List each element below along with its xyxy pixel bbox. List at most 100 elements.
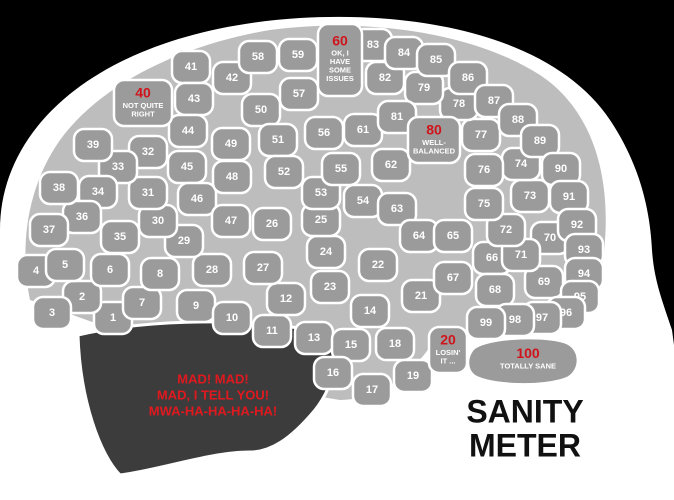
cell-number-14: 14 xyxy=(364,305,377,317)
cell-number-91: 91 xyxy=(563,191,575,203)
cell-number-1: 1 xyxy=(110,312,116,324)
lobe-100 xyxy=(466,336,580,386)
cell-number-8: 8 xyxy=(157,268,163,280)
mad-line-0: MAD! MAD! xyxy=(177,371,248,386)
brain-cell-67: 67 xyxy=(432,260,474,296)
brain-cell-69: 69 xyxy=(523,264,565,300)
brain-cell-21: 21 xyxy=(400,278,442,314)
cell-number-15: 15 xyxy=(345,339,357,351)
cell-number-76: 76 xyxy=(478,164,490,176)
cell-number-51: 51 xyxy=(272,134,284,146)
cell-number-50: 50 xyxy=(255,104,267,116)
brain-cell-51: 51 xyxy=(257,122,299,158)
cell-number-54: 54 xyxy=(357,195,370,207)
label-number-20: 20 xyxy=(440,332,456,348)
cell-number-47: 47 xyxy=(225,215,237,227)
brain-cell-16: 16 xyxy=(312,355,354,391)
cell-number-34: 34 xyxy=(92,186,105,198)
brain-cell-19: 19 xyxy=(392,358,434,394)
brain-cell-14: 14 xyxy=(349,293,391,329)
cell-number-93: 93 xyxy=(578,244,590,256)
cell-number-99: 99 xyxy=(480,317,492,329)
mad-line-2: MWA-HA-HA-HA-HA! xyxy=(149,403,278,418)
brain-cell-99: 99 xyxy=(465,305,507,341)
brain-cell-89: 89 xyxy=(519,123,561,159)
brain-cell-76: 76 xyxy=(463,152,505,188)
brain-cell-26: 26 xyxy=(251,206,293,242)
brain-cell-37: 37 xyxy=(28,212,70,248)
cell-number-61: 61 xyxy=(357,124,369,136)
cell-number-73: 73 xyxy=(524,190,536,202)
cell-number-69: 69 xyxy=(538,276,550,288)
label-caption-20-1: IT ... xyxy=(441,356,456,365)
brain-cell-49: 49 xyxy=(210,126,252,162)
cell-number-81: 81 xyxy=(391,111,403,123)
cell-number-67: 67 xyxy=(447,272,459,284)
brain-cell-5: 5 xyxy=(44,247,86,283)
cell-number-10: 10 xyxy=(226,312,238,324)
brain-cell-54: 54 xyxy=(342,183,384,219)
label-number-80: 80 xyxy=(426,122,442,138)
brain-cell-73: 73 xyxy=(509,178,551,214)
cell-number-52: 52 xyxy=(278,166,290,178)
cell-number-85: 85 xyxy=(430,54,442,66)
brain-cell-6: 6 xyxy=(89,252,131,288)
brain-cell-58: 58 xyxy=(237,39,279,75)
label-caption-60-1: HAVE xyxy=(330,57,350,66)
cell-number-41: 41 xyxy=(185,61,197,73)
cell-number-46: 46 xyxy=(191,193,203,205)
brain-cell-12: 12 xyxy=(265,281,307,317)
cell-number-53: 53 xyxy=(315,187,327,199)
cell-number-63: 63 xyxy=(391,203,403,215)
cell-number-28: 28 xyxy=(206,264,218,276)
cell-number-45: 45 xyxy=(181,161,193,173)
cell-number-39: 39 xyxy=(87,139,99,151)
label-caption-20-0: LOSIN' xyxy=(436,348,461,357)
brain-cell-17: 17 xyxy=(351,372,393,408)
brain-cell-41: 41 xyxy=(170,49,212,85)
cell-number-65: 65 xyxy=(447,230,459,242)
cell-number-18: 18 xyxy=(389,338,401,350)
cell-number-25: 25 xyxy=(315,214,327,226)
cell-number-29: 29 xyxy=(178,235,190,247)
cell-number-96: 96 xyxy=(560,307,572,319)
brain-cell-15: 15 xyxy=(330,327,372,363)
cell-number-4: 4 xyxy=(33,265,40,277)
cell-number-75: 75 xyxy=(478,198,490,210)
brain-cell-85: 85 xyxy=(415,42,457,78)
brain-cell-62: 62 xyxy=(370,147,412,183)
cell-number-77: 77 xyxy=(475,129,487,141)
brain-cell-64: 64 xyxy=(398,218,440,254)
mad-line-1: MAD, I TELL YOU! xyxy=(157,387,269,402)
cell-number-97: 97 xyxy=(536,312,548,324)
brain-cell-35: 35 xyxy=(99,219,141,255)
brain-cell-46: 46 xyxy=(176,181,218,217)
cell-number-23: 23 xyxy=(324,281,336,293)
cell-number-57: 57 xyxy=(293,88,305,100)
brain-cell-68: 68 xyxy=(474,272,516,308)
label-caption-80-1: BALANCED xyxy=(413,146,456,155)
brain-cell-48: 48 xyxy=(211,159,253,195)
cell-number-21: 21 xyxy=(415,290,427,302)
cell-number-30: 30 xyxy=(152,215,164,227)
cell-number-16: 16 xyxy=(327,367,339,379)
label-number-40: 40 xyxy=(135,85,151,101)
brain-cell-61: 61 xyxy=(342,112,384,148)
brain-cell-86: 86 xyxy=(447,60,489,96)
cell-number-19: 19 xyxy=(407,370,419,382)
cell-number-17: 17 xyxy=(366,384,378,396)
cell-number-58: 58 xyxy=(252,51,264,63)
cell-number-70: 70 xyxy=(544,232,556,244)
cell-number-24: 24 xyxy=(320,246,333,258)
cell-number-11: 11 xyxy=(266,325,278,337)
brain-cell-10: 10 xyxy=(211,300,253,336)
cell-number-37: 37 xyxy=(43,224,55,236)
cell-number-9: 9 xyxy=(193,300,199,312)
label-caption-60-3: ISSUES xyxy=(326,74,354,83)
label-number-100: 100 xyxy=(516,345,540,361)
